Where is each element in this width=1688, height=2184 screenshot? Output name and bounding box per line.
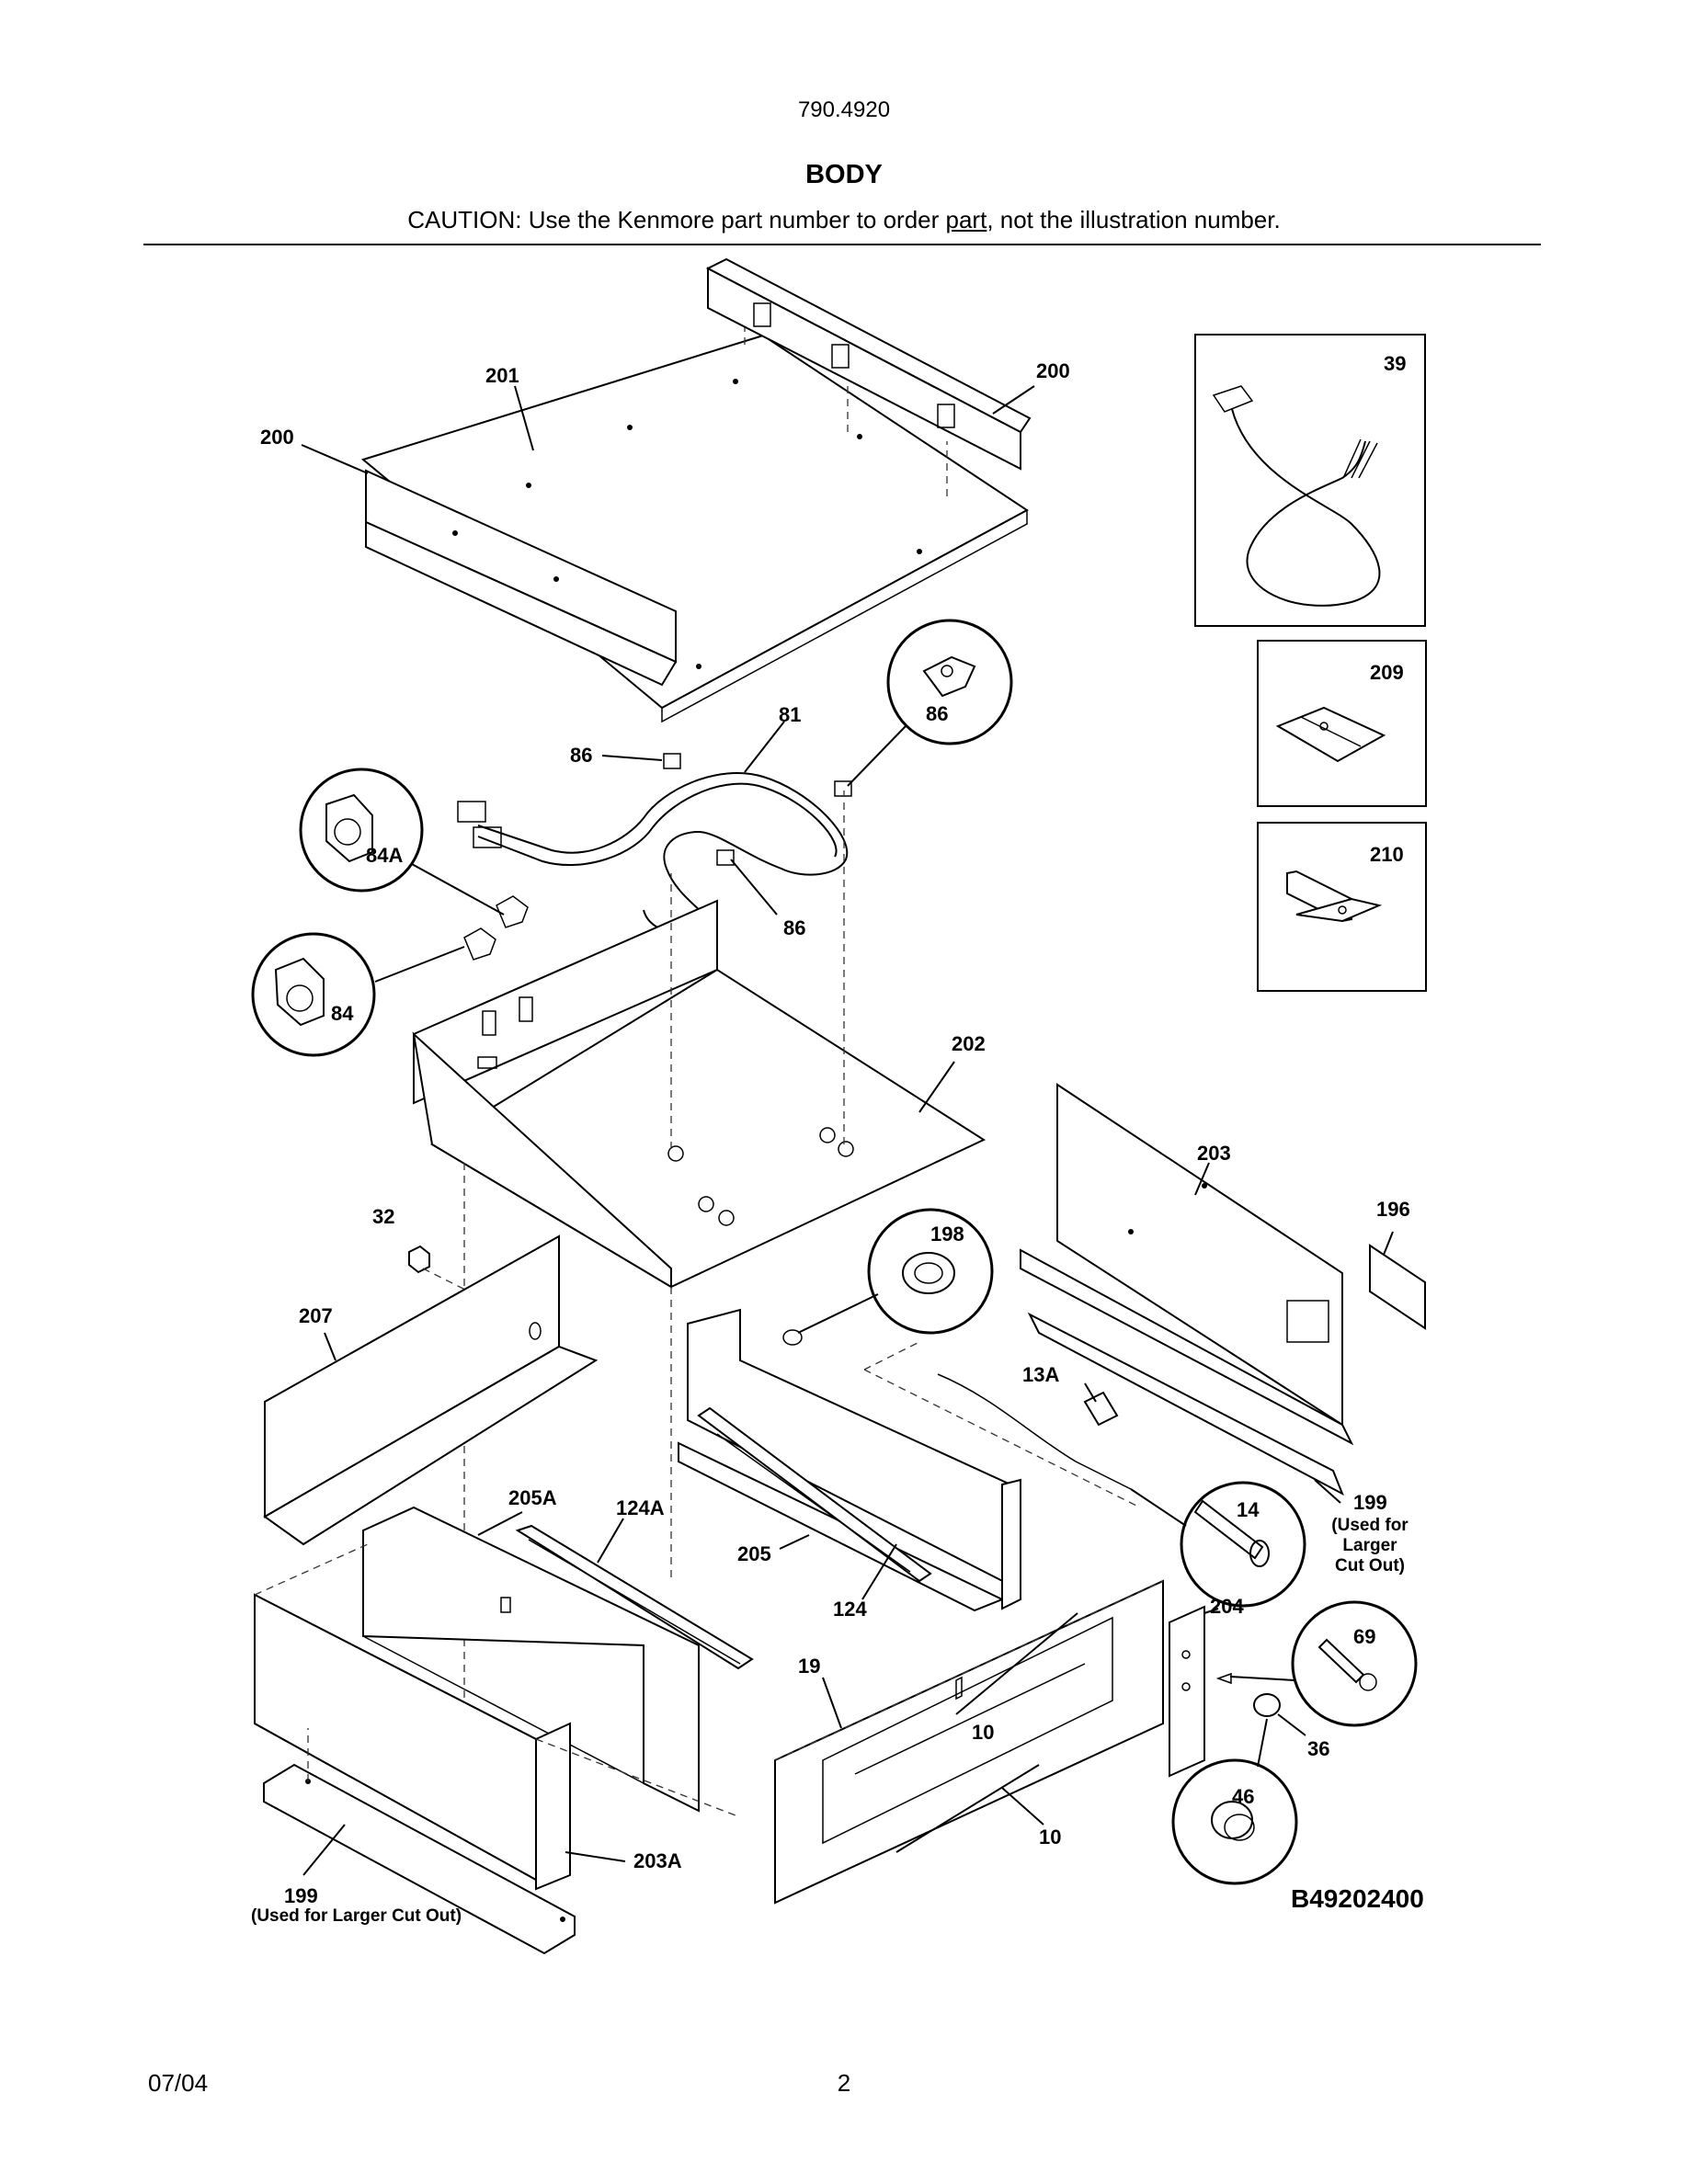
bracket-inset-209 [1257, 640, 1427, 807]
caution-text-pre: CAUTION: Use the Kenmore part number to … [407, 206, 946, 233]
bracket-inset-210 [1257, 822, 1427, 992]
leader-lines [301, 385, 1394, 1876]
label-203A: 203A [633, 1849, 682, 1872]
bracket-200-right [705, 257, 1032, 471]
label-86-lower: 86 [783, 916, 805, 939]
label-84A: 84A [366, 844, 403, 867]
part-32 [408, 1245, 479, 1297]
label-198: 198 [930, 1223, 964, 1246]
rail-124A [515, 1524, 754, 1670]
bracket-200-left [365, 469, 678, 687]
callout-46 [1171, 1718, 1298, 1885]
label-199-right-note-3: Cut Out) [1335, 1556, 1405, 1575]
caution-text-post: , not the illustration number. [987, 206, 1281, 233]
power-cord-inset-39 [1194, 334, 1426, 627]
frame-205 [678, 1308, 1021, 1612]
label-32: 32 [372, 1205, 394, 1228]
label-200-right: 200 [1036, 359, 1070, 382]
screws-10 [895, 1612, 1078, 1853]
callout-198 [782, 1208, 994, 1346]
callout-69 [1215, 1600, 1418, 1727]
label-124: 124 [833, 1598, 867, 1621]
label-205: 205 [737, 1542, 771, 1565]
label-199-left: 199 [284, 1884, 318, 1907]
footer-date: 07/04 [148, 2069, 209, 2097]
label-200-left: 200 [260, 426, 294, 449]
header-rule [143, 244, 1541, 245]
label-199-left-note: (Used for Larger Cut Out) [251, 1906, 462, 1926]
label-202: 202 [952, 1032, 986, 1055]
label-86-callout: 86 [926, 702, 948, 725]
label-19: 19 [798, 1655, 820, 1678]
bake-element-81 [457, 772, 849, 933]
front-panel-203A [254, 1543, 736, 1891]
front-frame-205A [362, 1506, 700, 1813]
switch-13A [863, 1341, 1141, 1508]
oven-liner-202 [412, 791, 987, 1811]
label-204: 204 [1210, 1595, 1244, 1618]
label-124A: 124A [616, 1496, 665, 1519]
page-title: BODY [805, 160, 883, 189]
label-84: 84 [331, 1002, 354, 1025]
bracket-199-left [263, 1728, 576, 1955]
drawing-code: B49202400 [1291, 1884, 1424, 1913]
caution-note: CAUTION: Use the Kenmore part number to … [0, 206, 1688, 234]
label-199-right-note-2: Larger [1342, 1536, 1397, 1555]
label-10-upper: 10 [972, 1721, 994, 1744]
door-frame-19 [774, 1579, 1164, 1905]
label-46: 46 [1232, 1785, 1254, 1808]
label-39: 39 [1384, 352, 1406, 375]
label-69: 69 [1353, 1625, 1375, 1648]
rail-124 [697, 1406, 932, 1583]
label-199-right-note-1: (Used for [1331, 1516, 1409, 1535]
label-199-right: 199 [1353, 1491, 1387, 1514]
top-panel-201 [360, 313, 1029, 723]
side-panel-207 [263, 1234, 599, 1546]
label-203: 203 [1197, 1142, 1231, 1165]
document-number: 790.4920 [797, 97, 891, 122]
plate-196 [1369, 1244, 1426, 1330]
label-210: 210 [1370, 843, 1404, 866]
label-201: 201 [485, 364, 519, 387]
callout-86 [847, 619, 1013, 787]
bracket-199-right [1027, 1312, 1344, 1496]
label-86-top: 86 [570, 744, 592, 767]
callout-84 [251, 927, 496, 1057]
page-number: 2 [837, 2069, 851, 2097]
callout-14 [1130, 1481, 1306, 1608]
label-196: 196 [1376, 1198, 1410, 1221]
plate-204 [1169, 1605, 1205, 1778]
callout-84A [299, 768, 529, 928]
label-14: 14 [1237, 1498, 1260, 1521]
label-207: 207 [299, 1304, 333, 1327]
panel-203 [1020, 1083, 1354, 1446]
label-81: 81 [779, 703, 801, 726]
knob-36 [1253, 1693, 1306, 1736]
label-36: 36 [1307, 1737, 1329, 1760]
caution-text-underlined: part [945, 206, 987, 233]
label-209: 209 [1370, 661, 1404, 684]
label-13A: 13A [1022, 1363, 1059, 1386]
clips-86 [663, 753, 852, 866]
label-10-lower: 10 [1039, 1826, 1061, 1848]
label-205A: 205A [508, 1486, 557, 1509]
